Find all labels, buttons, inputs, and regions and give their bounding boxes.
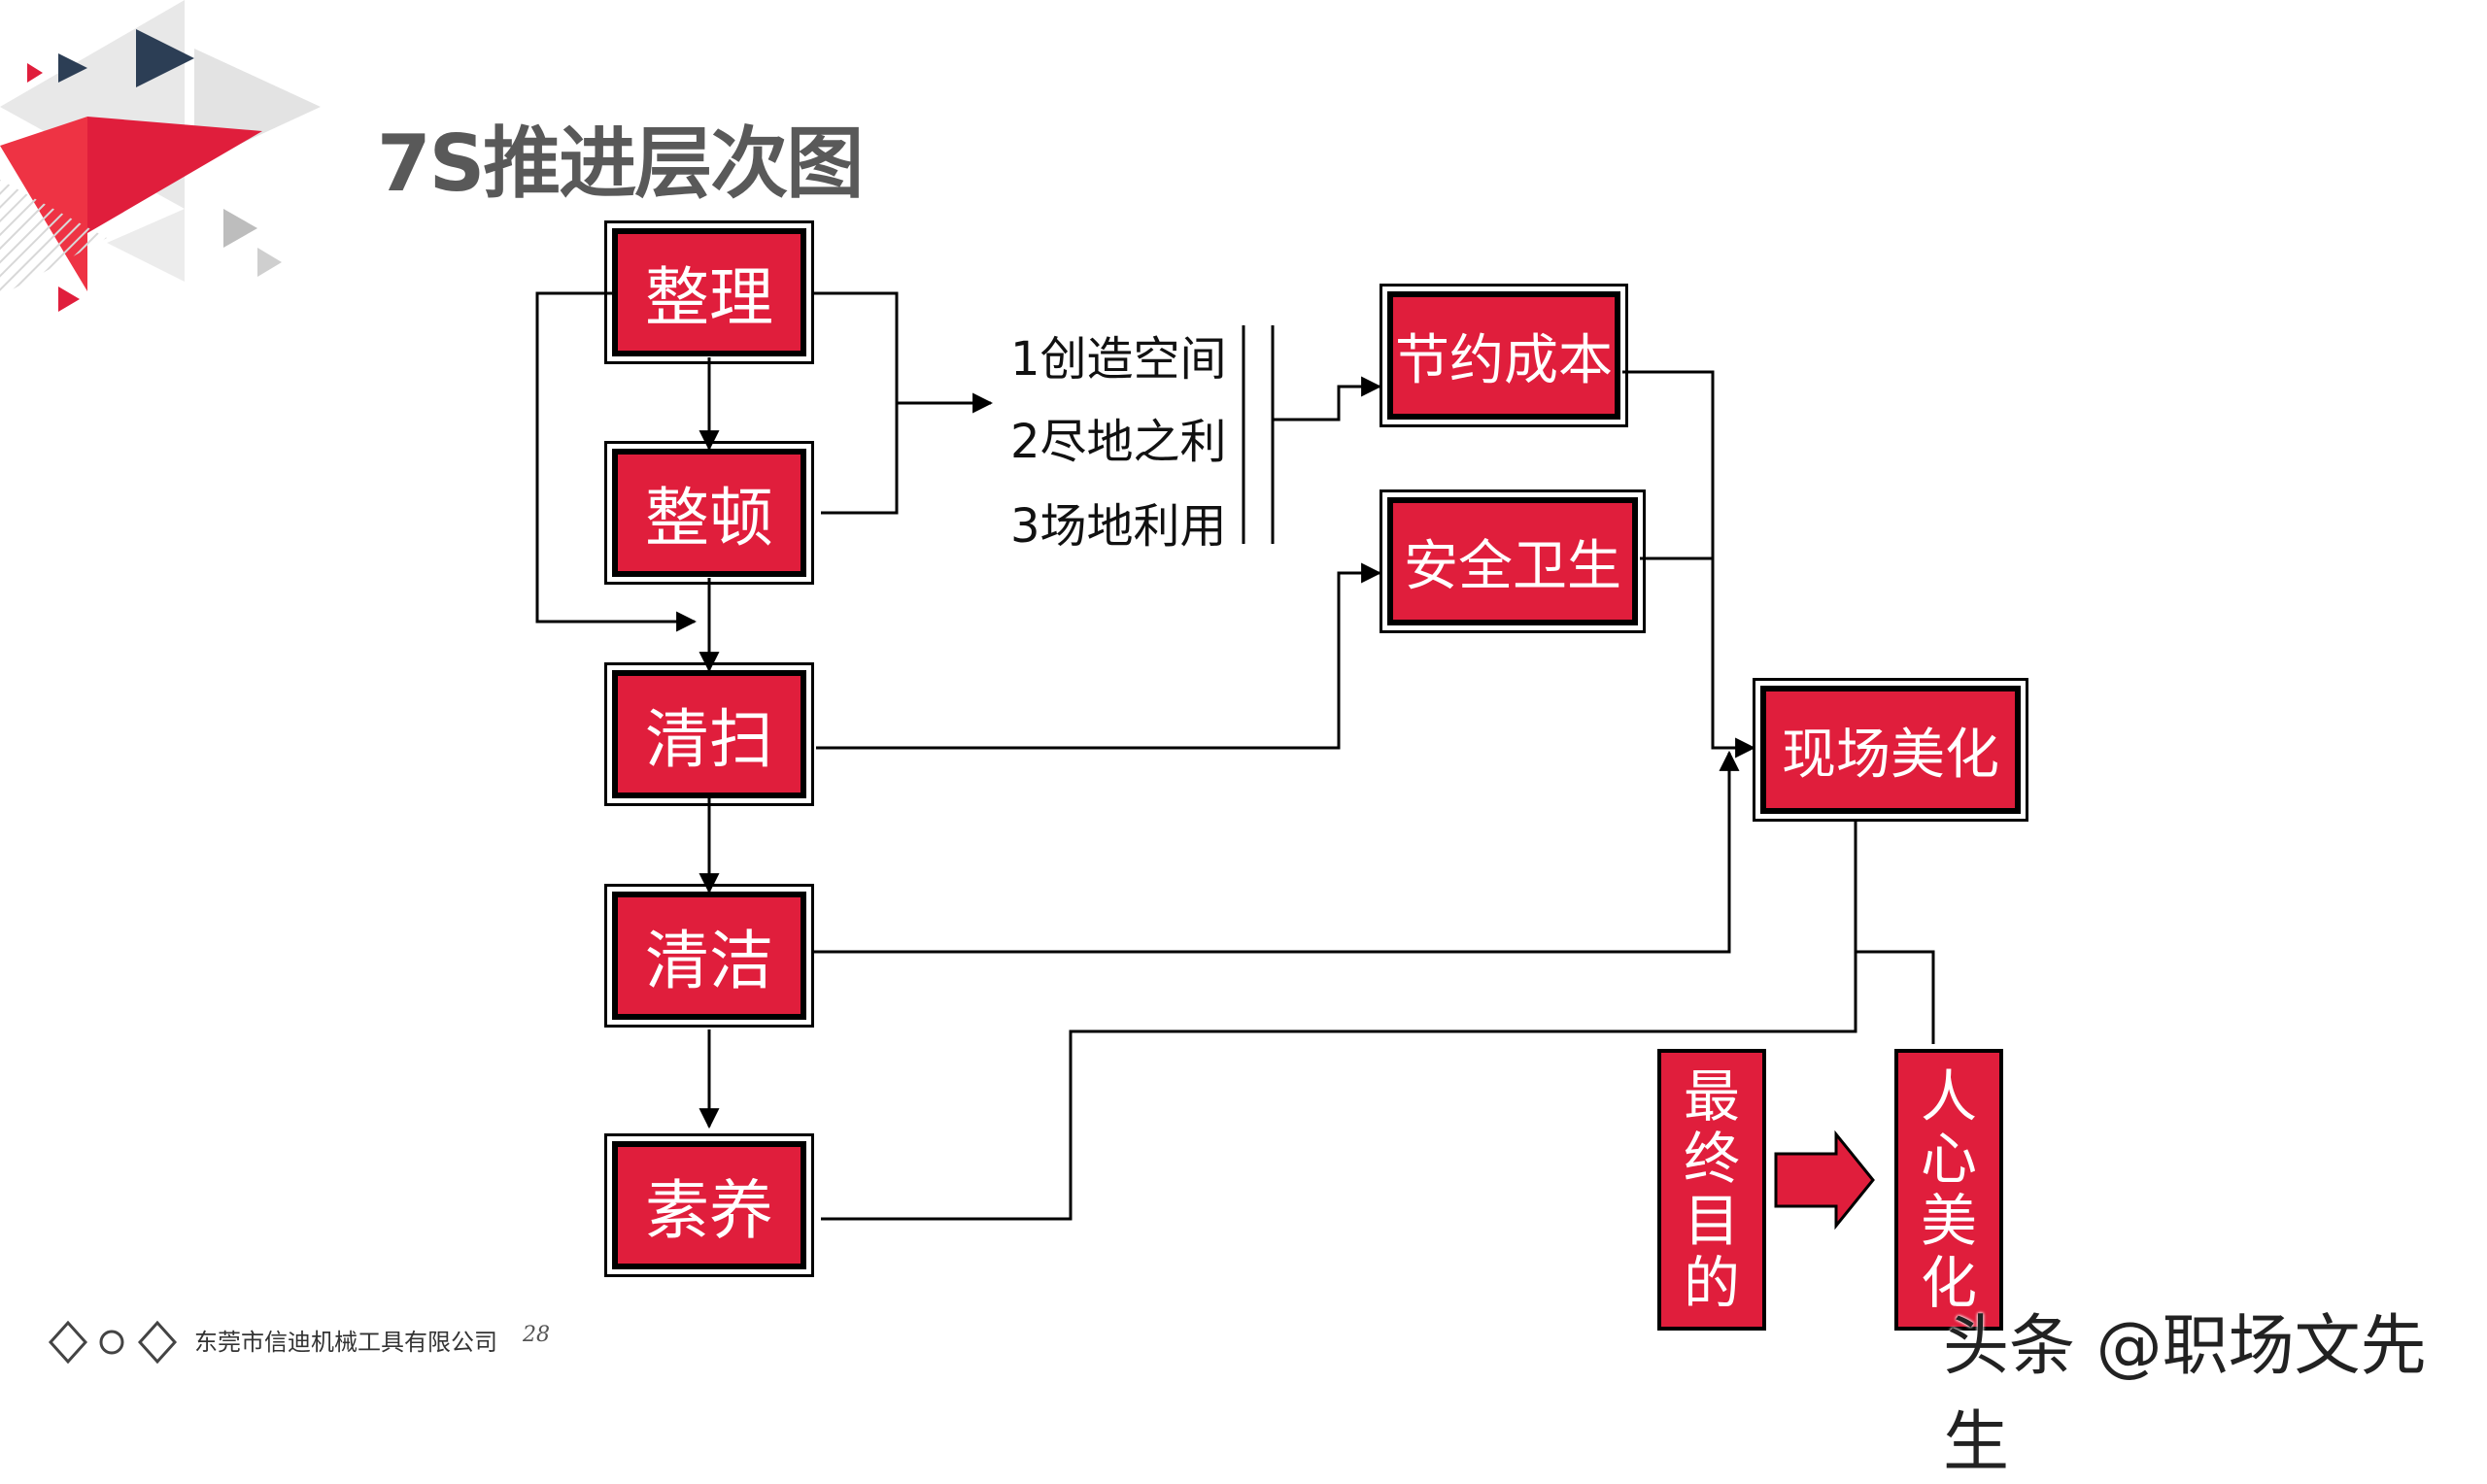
footer-shapes: [48, 1320, 178, 1365]
final-goal-text: 人心美化: [1920, 1063, 1977, 1316]
result-box-cost: 节约成本: [1380, 284, 1628, 427]
slide: 7S推进层次图 整理 整顿 清扫 清洁 素养 1创造空间 2尽地之利 3场地利用…: [0, 0, 2427, 1481]
footer-company: 东莞市信迪机械工具有限公司: [194, 1329, 497, 1356]
final-arrow-icon: [1774, 1130, 1875, 1231]
result-label: 安全卫生: [1404, 534, 1621, 598]
step-label: 清洁: [645, 924, 773, 998]
benefit-item: 3场地利用: [1010, 499, 1227, 554]
final-label-box: 最终目的: [1657, 1049, 1766, 1331]
connectors: [535, 291, 1935, 1221]
beautify-label: 现场美化: [1782, 723, 1999, 787]
circle-icon: [99, 1330, 124, 1355]
benefit-item: 2尽地之利: [1010, 415, 1227, 469]
step-box-qingjie: 清洁: [604, 884, 814, 1028]
step-label: 整理: [645, 260, 773, 335]
beautify-box: 现场美化: [1753, 678, 2028, 822]
step-label: 素养: [645, 1173, 773, 1248]
result-box-safety: 安全卫生: [1380, 489, 1646, 633]
watermark: 头条 @职场文先生: [1943, 1308, 2427, 1481]
step-label: 整顿: [645, 481, 773, 556]
step-box-suyang: 素养: [604, 1133, 814, 1277]
page-number: 28: [523, 1323, 550, 1347]
diamond-icon: [48, 1320, 88, 1365]
final-label-text: 最终目的: [1683, 1063, 1740, 1316]
final-goal-box: 人心美化: [1894, 1049, 2003, 1331]
corner-decoration: [0, 0, 321, 312]
page-title: 7S推进层次图: [377, 118, 864, 209]
diamond-icon: [137, 1320, 178, 1365]
result-label: 节约成本: [1395, 328, 1613, 392]
step-box-qingsao: 清扫: [604, 662, 814, 806]
step-label: 清扫: [645, 702, 773, 777]
step-box-zhengdun: 整顿: [604, 441, 814, 585]
benefit-item: 1创造空间: [1010, 332, 1227, 387]
step-box-zhengli: 整理: [604, 220, 814, 364]
diagram-canvas: [0, 0, 1935, 1365]
